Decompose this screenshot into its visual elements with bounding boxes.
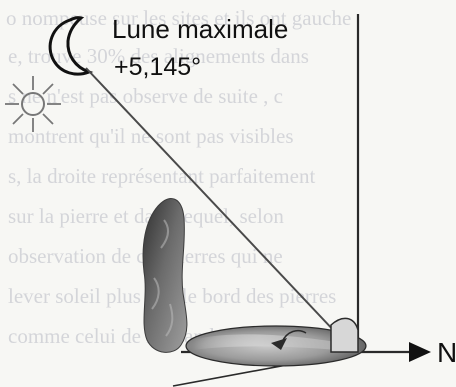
stone-texture (151, 219, 174, 337)
angle-arrow-icon (271, 338, 287, 350)
standing-stone (142, 198, 188, 353)
moon-sight-line (85, 67, 355, 353)
north-arrow-icon (409, 342, 431, 362)
background-text-line: o nompeuse sur les sites et ils ont gauc… (6, 6, 351, 30)
sun-icon (5, 76, 61, 132)
title-line-1: Lune maximale (112, 14, 288, 44)
background-text-line: e, trouve 30% des alignements dans (8, 44, 309, 68)
right-angle-shade (330, 317, 359, 353)
background-text-line: sur la pierre et dans lequel, selon (8, 204, 284, 228)
north-label: N (437, 337, 456, 368)
crescent-moon-icon (48, 16, 94, 76)
background-text-line: s, la droite représentant parfaitement (8, 164, 315, 188)
title-line-2: +5,145° (114, 53, 201, 81)
